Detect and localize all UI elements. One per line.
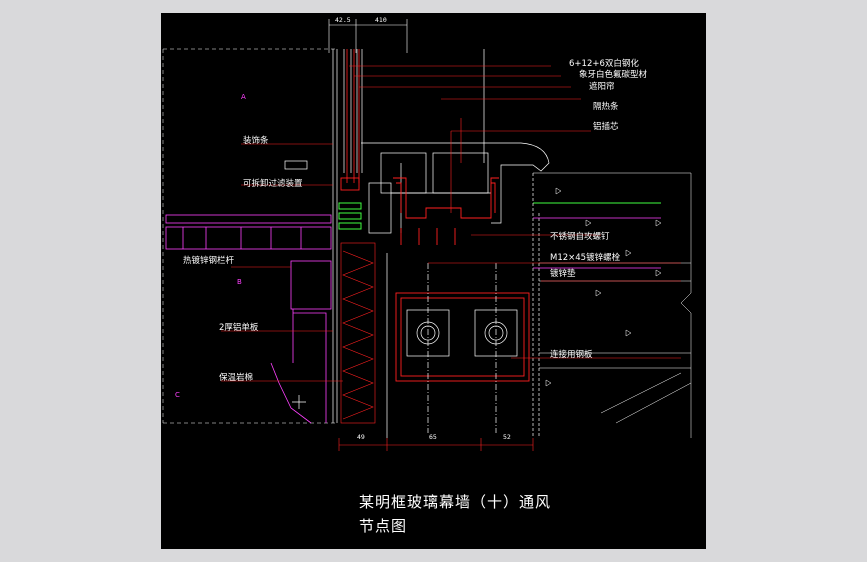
label-thermal-strip: 隔热条: [593, 102, 619, 112]
label-trim: 装饰条: [243, 136, 269, 146]
label-railing: 热镀锌钢栏杆: [183, 256, 235, 266]
dim-bottom-3: 52: [503, 433, 511, 441]
label-insert: 铝插芯: [593, 122, 619, 132]
glass-panes: [346, 49, 360, 183]
label-rock-wool: 保温岩棉: [219, 373, 254, 383]
dim-top-1: 42.5: [335, 16, 351, 24]
glass-mullion-lines: [332, 49, 485, 423]
cad-drawing-canvas: 42.5 410 6+12+6双白钢化 象牙白色氟碳型材 遮阳帘 隔热条 铝插芯…: [161, 13, 706, 549]
steel-connection-bracket: [395, 292, 530, 382]
label-aluminium-sheet: 2厚铝单板: [219, 323, 259, 333]
leader-lines: [221, 65, 681, 382]
label-blind: 遮阳帘: [589, 82, 615, 92]
label-filter: 可拆卸过滤装置: [243, 179, 303, 189]
bottom-dimension-line: [338, 438, 534, 451]
section-mark-c: C: [175, 391, 180, 399]
concrete-slab-hatch: [539, 187, 692, 424]
top-dimension-line: [328, 19, 408, 53]
detail-markers: [284, 160, 308, 409]
label-profile: 象牙白色氟碳型材: [579, 70, 648, 80]
frame-outline: [162, 48, 692, 438]
section-mark-a: A: [241, 93, 246, 101]
dim-bottom-1: 49: [357, 433, 365, 441]
label-steel-plate: 连接用钢板: [550, 350, 593, 360]
thermal-break-profile: [340, 177, 499, 245]
sealant-gaskets: [338, 202, 661, 230]
section-mark-b: B: [237, 278, 242, 286]
rock-wool-insulation: [340, 242, 376, 424]
label-screw: 不锈钢自攻螺钉: [550, 232, 610, 242]
steel-connection-bracket-inner: [386, 173, 540, 438]
aluminium-frame-profile: [361, 142, 550, 234]
curtain-wall-section-drawing: [162, 19, 692, 451]
railing-and-panel: [165, 214, 661, 424]
drawing-title-line2: 节点图: [359, 517, 408, 535]
label-washer: 镀锌垫: [550, 269, 576, 279]
label-bolt: M12×45镀锌螺栓: [550, 253, 621, 263]
dim-bottom-2: 65: [429, 433, 437, 441]
label-glass: 6+12+6双白钢化: [569, 59, 639, 69]
dim-top-2: 410: [375, 16, 387, 24]
drawing-title-line1: 某明框玻璃幕墙（十）通风: [359, 493, 552, 511]
